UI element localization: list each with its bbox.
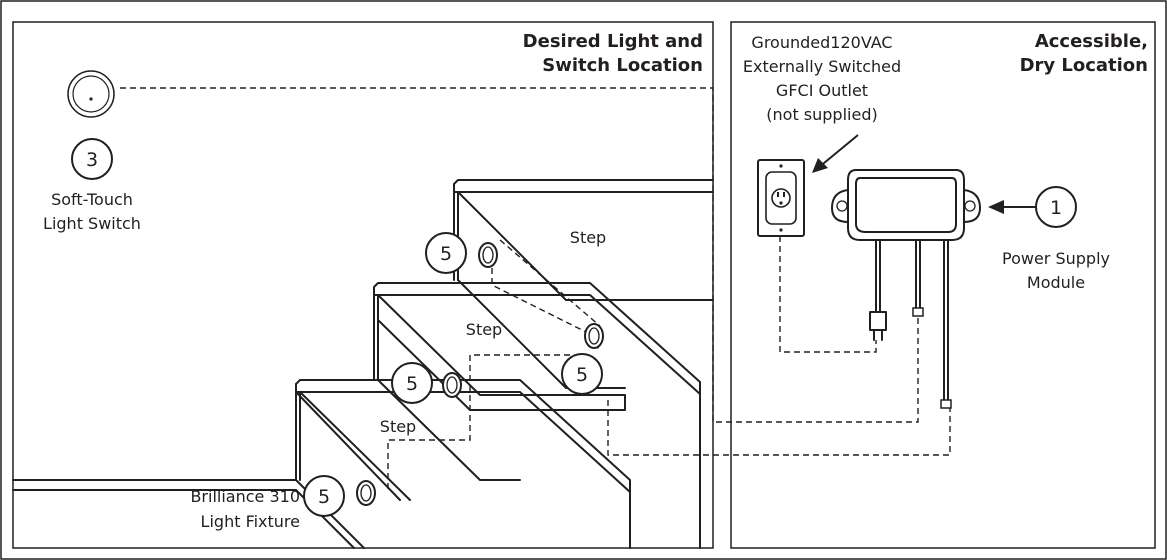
right-panel-frame bbox=[730, 21, 1156, 549]
step-label-top: Step bbox=[570, 228, 606, 247]
light-fixture-icon bbox=[584, 323, 604, 349]
module-number-badge bbox=[1035, 186, 1077, 228]
module-label-line1: Power Supply bbox=[1002, 249, 1110, 268]
light-fixture-icon bbox=[356, 480, 376, 506]
fixture-label-line1: Brilliance 310 bbox=[190, 487, 300, 506]
module-number: 1 bbox=[1050, 197, 1062, 219]
light-fixture-icon bbox=[478, 242, 498, 268]
outlet-label-line4: (not supplied) bbox=[766, 105, 877, 124]
switch-label-line2: Light Switch bbox=[43, 214, 141, 233]
arrow-icon bbox=[812, 134, 859, 173]
left-heading-line2: Switch Location bbox=[542, 55, 703, 76]
fixture-number-badge bbox=[303, 475, 345, 517]
step-label-bottom: Step bbox=[380, 417, 416, 436]
fixture-number-badge bbox=[561, 353, 603, 395]
module-label-line2: Module bbox=[1027, 273, 1085, 292]
gfci-outlet-icon bbox=[757, 159, 805, 237]
soft-touch-switch-icon bbox=[67, 70, 115, 118]
wiring-runs bbox=[120, 87, 951, 490]
fixture-number: 5 bbox=[440, 243, 452, 265]
outlet-label-line3: GFCI Outlet bbox=[776, 81, 868, 100]
left-heading-line1: Desired Light and bbox=[523, 31, 703, 52]
right-heading-line1: Accessible, bbox=[1035, 31, 1148, 52]
fixture-label-line2: Light Fixture bbox=[201, 512, 300, 531]
switch-number: 3 bbox=[86, 149, 98, 171]
outlet-label-line2: Externally Switched bbox=[743, 57, 901, 76]
fixture-number-badge bbox=[425, 232, 467, 274]
power-supply-module-icon bbox=[831, 169, 981, 409]
fixture-number-badge bbox=[391, 362, 433, 404]
step-label-middle: Step bbox=[466, 320, 502, 339]
fixture-number: 5 bbox=[318, 486, 330, 508]
switch-number-badge bbox=[71, 138, 113, 180]
switch-label-line1: Soft-Touch bbox=[51, 190, 133, 209]
fixture-number: 5 bbox=[406, 373, 418, 395]
right-heading-line2: Dry Location bbox=[1020, 55, 1148, 76]
fixture-number: 5 bbox=[576, 364, 588, 386]
arrow-icon bbox=[988, 200, 1036, 214]
outlet-label-line1: Grounded120VAC bbox=[751, 33, 892, 52]
light-fixture-icon bbox=[442, 372, 462, 398]
left-panel-frame bbox=[12, 21, 714, 549]
